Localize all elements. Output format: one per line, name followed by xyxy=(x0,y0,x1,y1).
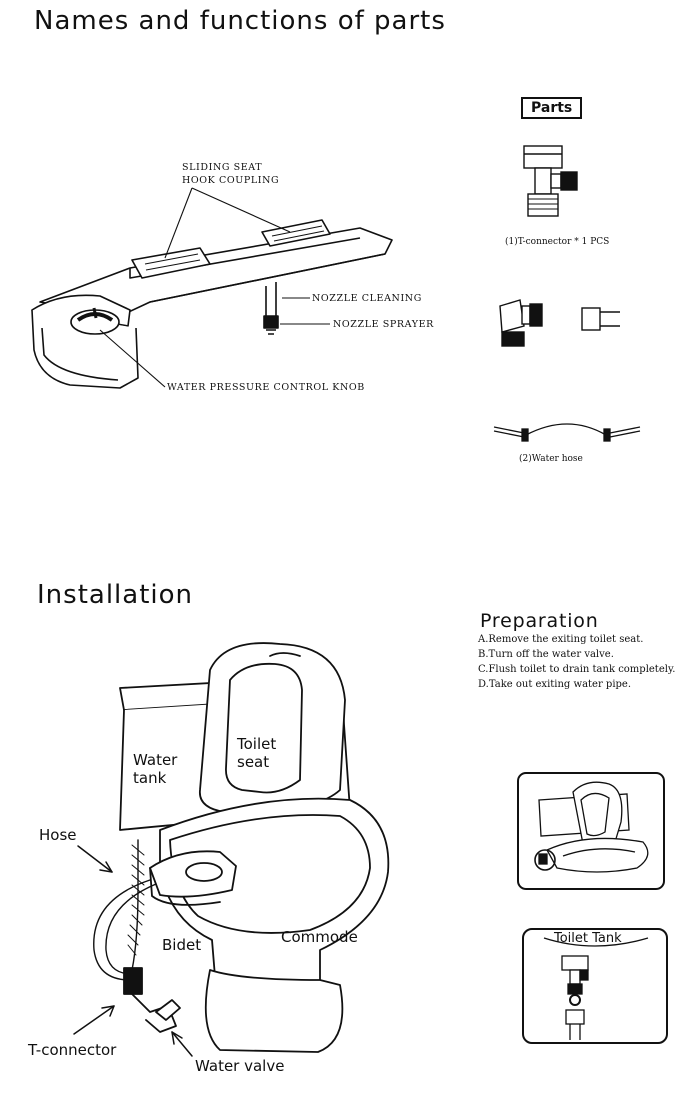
preparation-title: Preparation xyxy=(480,610,599,632)
toilet-tank-label: Toilet Tank xyxy=(554,931,622,946)
installation-heading: Installation xyxy=(37,580,194,610)
preparation-step-b: B.Turn off the water valve. xyxy=(478,649,614,660)
toilet-installation-illustration xyxy=(73,642,390,1057)
water-valve-label: Water valve xyxy=(195,1057,285,1075)
connector-fittings-image xyxy=(499,299,620,347)
water-hose-caption: (2)Water hose xyxy=(519,454,583,464)
nozzle-cleaning-label: NOZZLE CLEANING xyxy=(312,293,422,304)
bidet-parts-diagram xyxy=(31,187,393,389)
sliding-seat-label-1: SLIDING SEAT xyxy=(182,162,263,173)
t-connector-caption: (1)T-connector * 1 PCS xyxy=(505,237,610,247)
t-connector-label: T-connector xyxy=(28,1041,117,1059)
parts-title: Parts xyxy=(521,97,583,119)
pressure-knob-label: WATER PRESSURE CONTROL KNOB xyxy=(167,382,365,393)
bidet-label: Bidet xyxy=(162,936,202,954)
step-seat-install-image xyxy=(517,772,665,890)
hose-label: Hose xyxy=(39,826,77,844)
sliding-seat-label-2: HOOK COUPLING xyxy=(182,175,280,186)
t-connector-image xyxy=(523,145,578,217)
preparation-step-a: A.Remove the exiting toilet seat. xyxy=(478,634,644,645)
water-hose-image xyxy=(493,423,641,442)
toilet-tank-connection-image xyxy=(543,937,649,1040)
parts-heading: Names and functions of parts xyxy=(34,6,446,36)
nozzle-sprayer-label: NOZZLE SPRAYER xyxy=(333,319,434,330)
water-tank-label-1: Water xyxy=(133,751,178,769)
toilet-tank-detail-box: Toilet Tank xyxy=(522,928,668,1044)
water-tank-label-2: tank xyxy=(133,769,167,787)
toilet-seat-label-2: seat xyxy=(237,753,270,771)
commode-label: Commode xyxy=(281,928,358,946)
toilet-seat-label-1: Toilet xyxy=(237,735,277,753)
preparation-step-d: D.Take out exiting water pipe. xyxy=(478,679,632,690)
preparation-step-c: C.Flush toilet to drain tank completely. xyxy=(478,664,676,675)
